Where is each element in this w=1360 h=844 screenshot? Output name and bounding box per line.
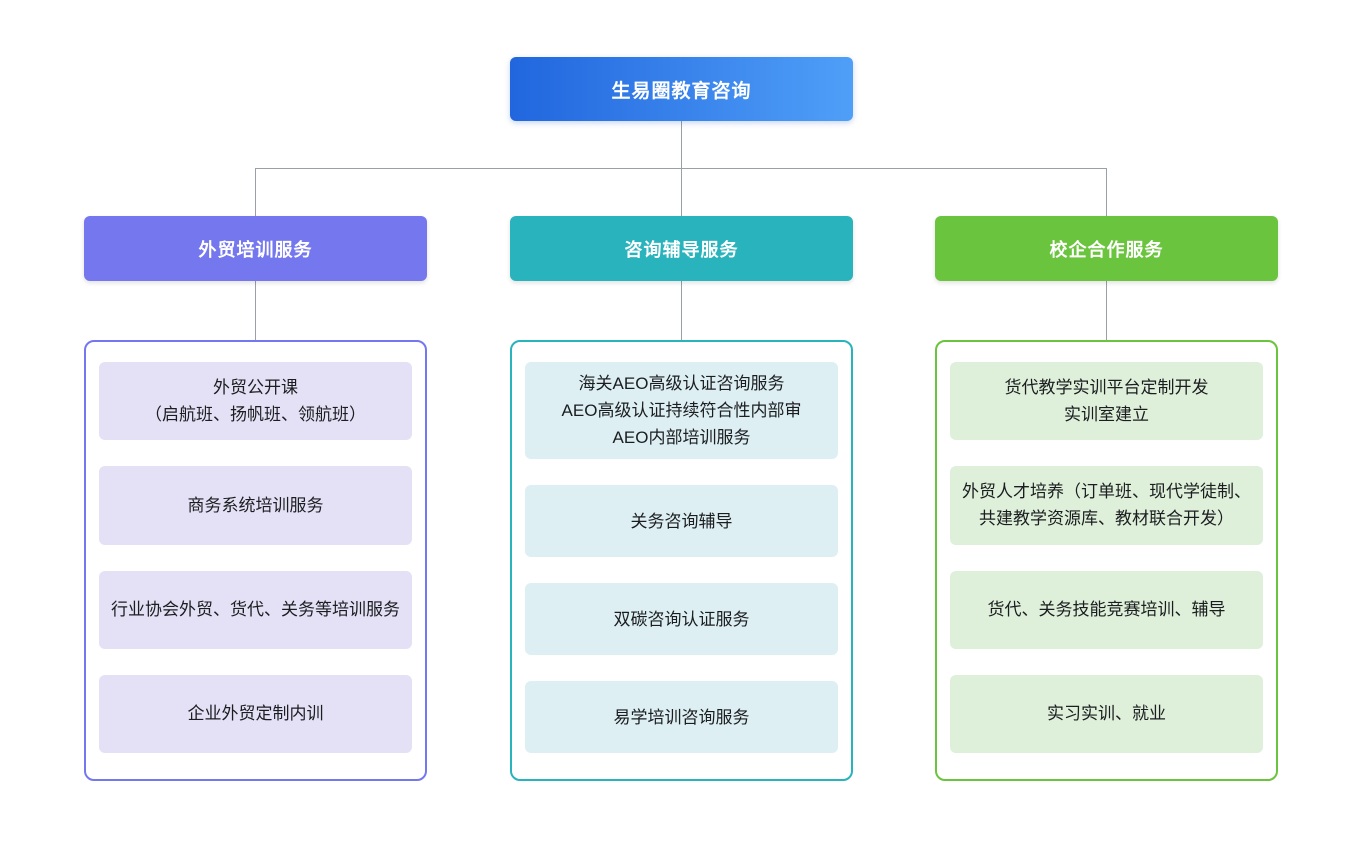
root-node-label: 生易圈教育咨询: [611, 80, 752, 102]
branch-body-foreign-trade-training: 外贸公开课 （启航班、扬帆班、领航班） 商务系统培训服务 行业协会外贸、货代、关…: [84, 340, 427, 781]
leaf-node-label: 商务系统培训服务: [187, 495, 324, 515]
branch-header-consulting-coaching[interactable]: 咨询辅导服务: [510, 216, 853, 281]
leaf-node-label: 实习实训、就业: [1047, 704, 1166, 724]
leaf-node-label: 行业协会外贸、货代、关务等培训服务: [111, 600, 400, 620]
branch-body-school-enterprise-cooperation: 货代教学实训平台定制开发 实训室建立 外贸人才培养（订单班、现代学徒制、共建教学…: [935, 340, 1278, 781]
branch-body-consulting-coaching: 海关AEO高级认证咨询服务 AEO高级认证持续符合性内部审 AEO内部培训服务 …: [510, 340, 853, 781]
leaf-node-label: 易学培训咨询服务: [613, 707, 750, 727]
leaf-node[interactable]: 关务咨询辅导: [525, 485, 838, 557]
leaf-node-label: 海关AEO高级认证咨询服务 AEO高级认证持续符合性内部审 AEO内部培训服务: [561, 374, 802, 447]
connector-drop-branch-2: [681, 168, 682, 216]
leaf-node[interactable]: 货代、关务技能竞赛培训、辅导: [950, 570, 1263, 649]
connector-drop-branch-1: [255, 168, 256, 216]
connector-header-to-body-2: [681, 281, 682, 340]
branch-header-label: 咨询辅导服务: [624, 239, 739, 260]
connector-root-stem: [681, 121, 682, 168]
leaf-node[interactable]: 企业外贸定制内训: [99, 674, 412, 753]
leaf-node[interactable]: 外贸公开课 （启航班、扬帆班、领航班）: [99, 362, 412, 441]
connector-drop-branch-3: [1106, 168, 1107, 216]
leaf-node[interactable]: 海关AEO高级认证咨询服务 AEO高级认证持续符合性内部审 AEO内部培训服务: [525, 362, 838, 459]
leaf-node[interactable]: 商务系统培训服务: [99, 466, 412, 545]
leaf-node[interactable]: 外贸人才培养（订单班、现代学徒制、共建教学资源库、教材联合开发）: [950, 466, 1263, 545]
branch-header-foreign-trade-training[interactable]: 外贸培训服务: [84, 216, 427, 281]
leaf-node-label: 货代、关务技能竞赛培训、辅导: [987, 600, 1226, 620]
connector-header-to-body-3: [1106, 281, 1107, 340]
leaf-node-label: 外贸公开课 （启航班、扬帆班、领航班）: [145, 378, 366, 425]
branch-header-label: 校企合作服务: [1049, 239, 1164, 260]
leaf-node-label: 双碳咨询认证服务: [613, 609, 750, 629]
leaf-node[interactable]: 货代教学实训平台定制开发 实训室建立: [950, 362, 1263, 441]
branch-header-school-enterprise-cooperation[interactable]: 校企合作服务: [935, 216, 1278, 281]
leaf-node-label: 关务咨询辅导: [630, 511, 733, 531]
connector-header-to-body-1: [255, 281, 256, 340]
leaf-node-label: 货代教学实训平台定制开发 实训室建立: [1004, 378, 1209, 425]
leaf-node[interactable]: 行业协会外贸、货代、关务等培训服务: [99, 570, 412, 649]
leaf-node[interactable]: 双碳咨询认证服务: [525, 583, 838, 655]
leaf-node[interactable]: 易学培训咨询服务: [525, 681, 838, 753]
leaf-node-label: 企业外贸定制内训: [187, 704, 324, 724]
root-node[interactable]: 生易圈教育咨询: [510, 57, 853, 121]
branch-header-label: 外贸培训服务: [198, 239, 313, 260]
leaf-node[interactable]: 实习实训、就业: [950, 674, 1263, 753]
leaf-node-label: 外贸人才培养（订单班、现代学徒制、共建教学资源库、教材联合开发）: [962, 482, 1251, 529]
